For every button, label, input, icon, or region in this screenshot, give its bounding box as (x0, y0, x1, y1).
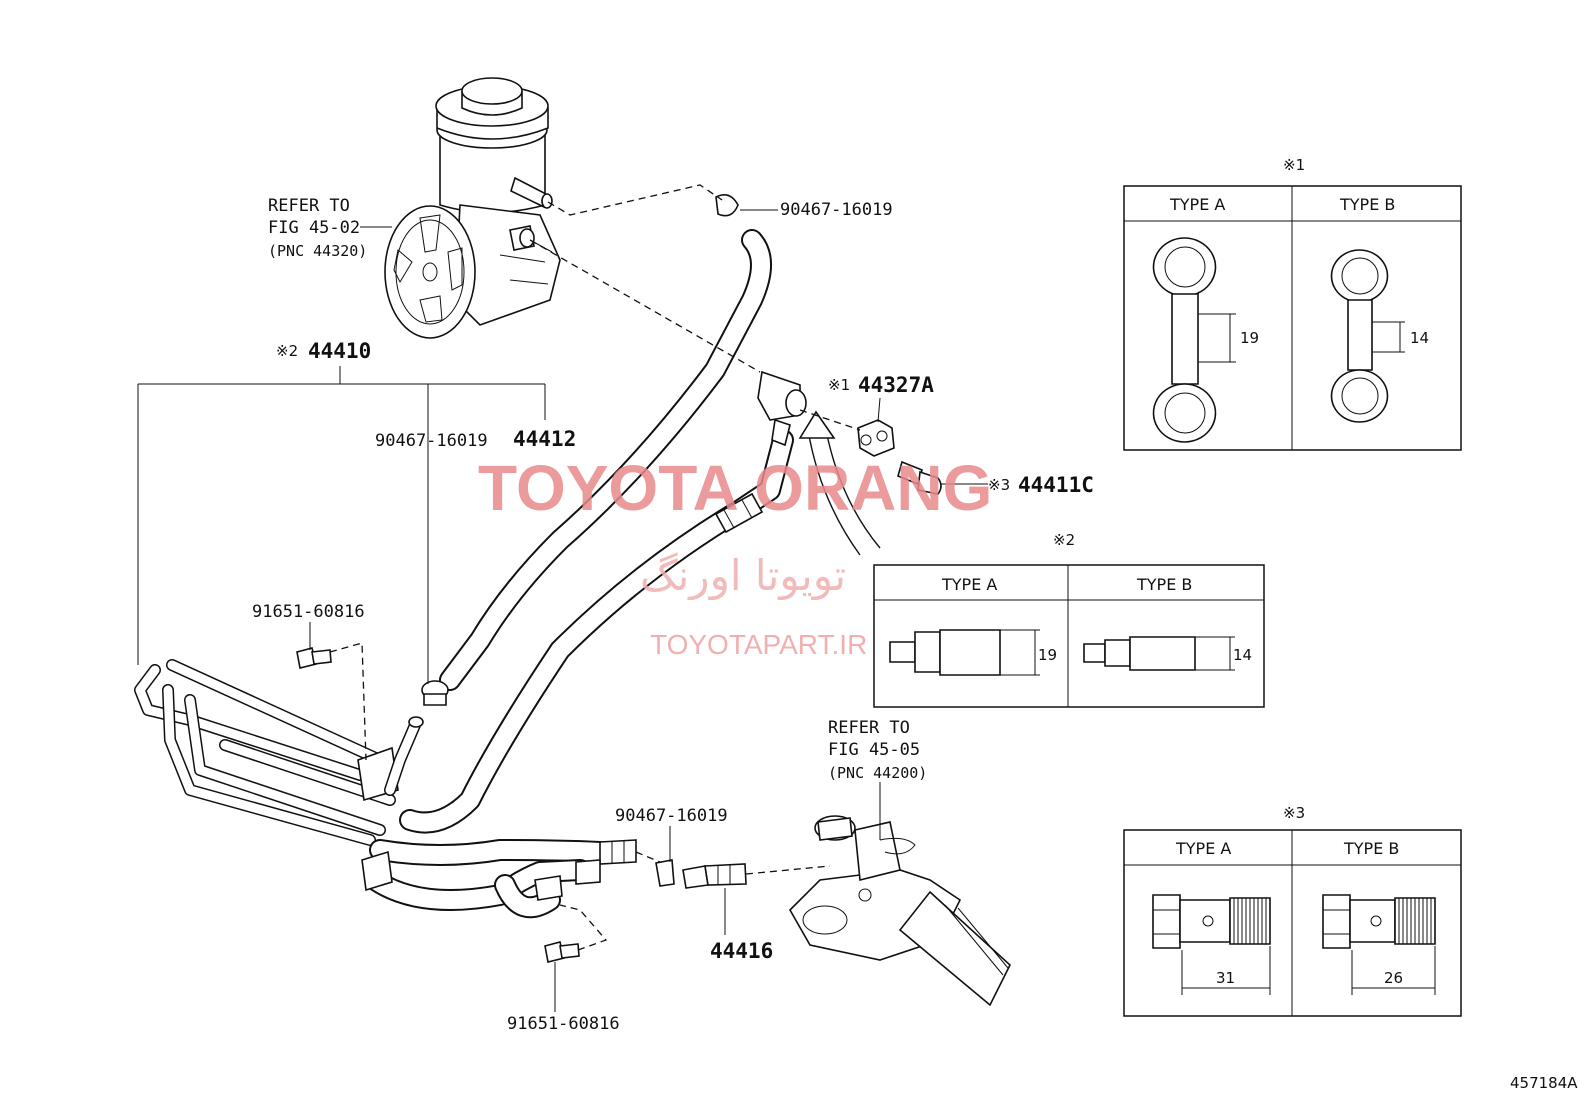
steering-gear-illustration (789, 815, 1011, 1007)
inset3-mark: ※3 (1283, 804, 1305, 822)
figure-id: 457184A (1510, 1074, 1578, 1092)
inset1-mark: ※1 (1283, 156, 1305, 174)
inset1-type-b: TYPE B (1339, 195, 1395, 214)
inset2-dim-a: 19 (1038, 646, 1057, 664)
label-bolt-upper: 91651-60816 (252, 602, 365, 622)
label-clamp-mid: 90467-16019 (375, 431, 488, 451)
inset1-dim-a: 19 (1240, 329, 1259, 347)
label-clamp-low: 90467-16019 (615, 806, 728, 826)
inset3-dim-a: 31 (1216, 969, 1235, 987)
inset1-dim-b: 14 (1410, 329, 1429, 347)
pump-ref-line2: FIG 45-02 (268, 218, 360, 238)
watermark-line3: TOYOTAPART.IR (650, 629, 867, 660)
inset-bolt-types: ※3 TYPE A TYPE B 31 26 (1123, 804, 1462, 1017)
inset2-type-b: TYPE B (1136, 575, 1192, 594)
inset3-type-a: TYPE A (1175, 839, 1231, 858)
label-assy: 44410 (308, 339, 371, 363)
inset1-type-a: TYPE A (1169, 195, 1225, 214)
gear-ref-line3: (PNC 44200) (828, 764, 927, 782)
gear-ref-line1: REFER TO (828, 718, 910, 738)
label-gasket-mark: ※1 (828, 376, 850, 394)
inset2-dim-b: 14 (1233, 646, 1252, 664)
inset2-mark: ※2 (1053, 531, 1075, 549)
pump-ref-line1: REFER TO (268, 196, 350, 216)
inset2-type-a: TYPE A (941, 575, 997, 594)
inset3-type-b: TYPE B (1343, 839, 1399, 858)
label-gasket: 44327A (858, 373, 934, 397)
watermark-line2: تویوتا اورنگ (640, 551, 846, 600)
inset-gasket-types: ※1 TYPE A TYPE B 19 14 (1123, 156, 1462, 451)
gear-reference: REFER TO FIG 45-05 (PNC 44200) (828, 718, 927, 840)
hose-and-pipe-illustration (134, 194, 942, 963)
label-bolt-mark: ※3 (988, 476, 1010, 494)
label-bolt-lower: 91651-60816 (507, 1014, 620, 1034)
watermark-line1: TOYOTA ORANG (478, 452, 992, 524)
part-labels: 90467-16019 ※2 44410 90467-16019 44412 ※… (137, 200, 1094, 1034)
watermark: TOYOTA ORANG تویوتا اورنگ TOYOTAPART.IR (478, 452, 992, 660)
pump-reference: REFER TO FIG 45-02 (PNC 44320) (268, 196, 392, 260)
label-assy-mark: ※2 (276, 342, 298, 360)
dashed-leaders (329, 184, 861, 951)
label-clamp-top: 90467-16019 (780, 200, 893, 220)
label-union: 44416 (710, 939, 773, 963)
label-hose: 44412 (513, 427, 576, 451)
pump-ref-line3: (PNC 44320) (268, 242, 367, 260)
pump-illustration (384, 77, 561, 339)
gear-ref-line2: FIG 45-05 (828, 740, 920, 760)
inset3-dim-b: 26 (1384, 969, 1403, 987)
inset-hose-types: ※2 TYPE A TYPE B 19 14 (873, 531, 1265, 708)
label-bolt: 44411C (1018, 473, 1094, 497)
